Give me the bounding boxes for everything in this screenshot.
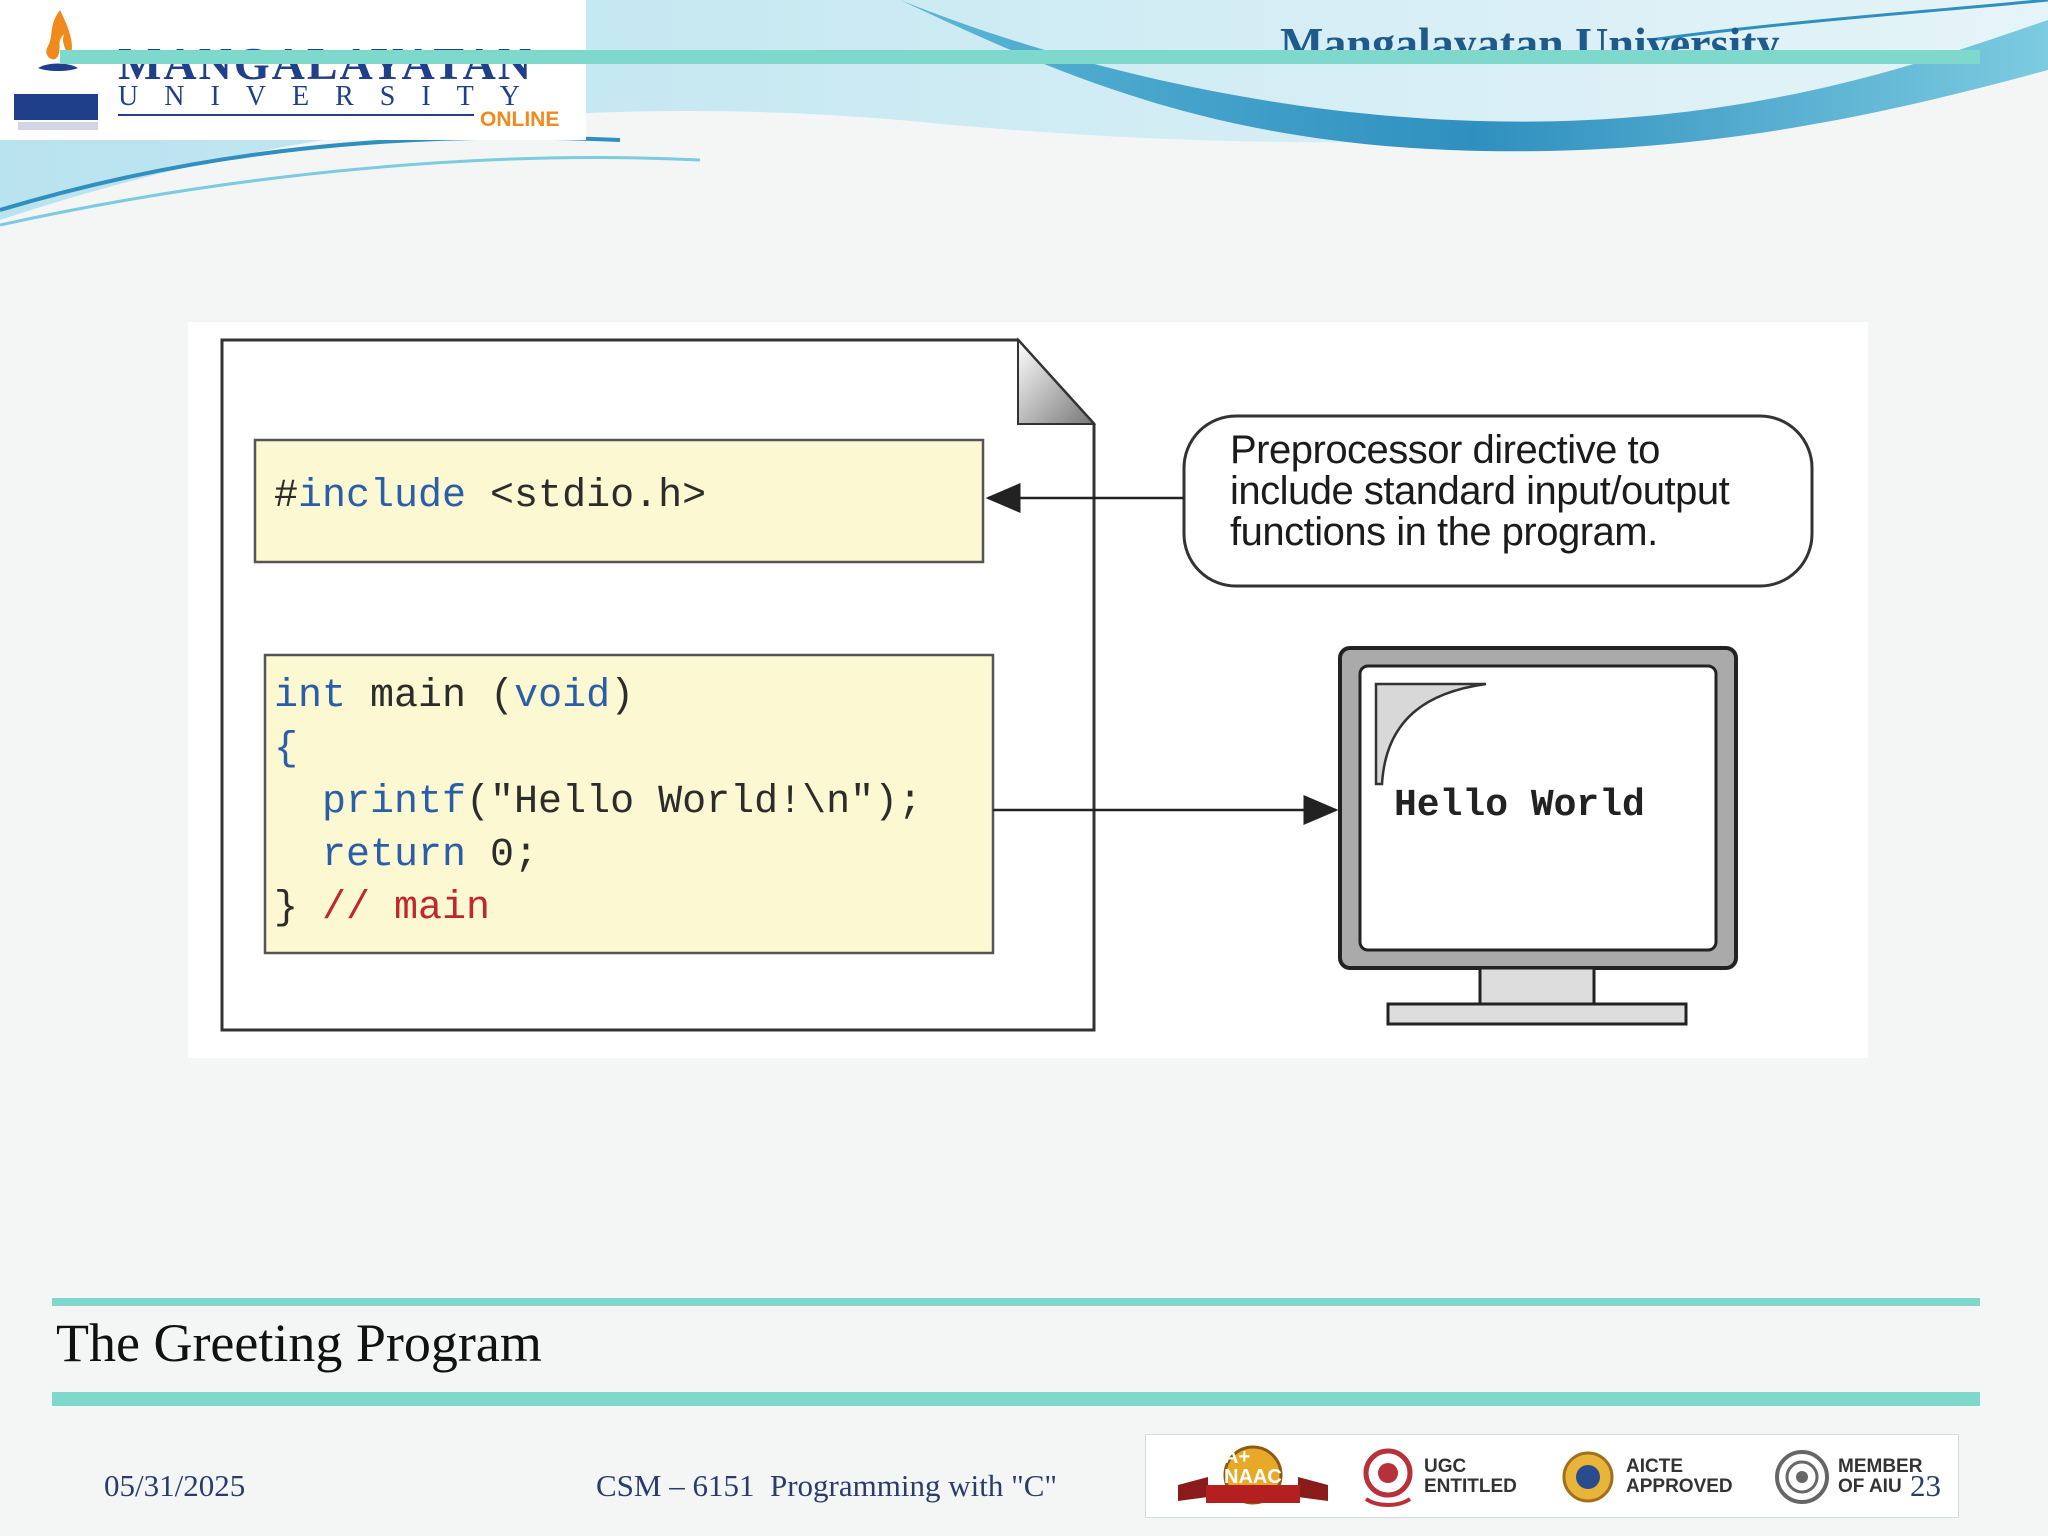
aiu-emblem-icon [1775,1450,1829,1504]
ugc-emblem-icon [1363,1448,1413,1507]
monitor-base [1386,1002,1688,1026]
screen-glare [1374,682,1487,786]
include-header: <stdio.h> [466,474,707,519]
callout-text: Preprocessor directive to include standa… [1230,430,1790,553]
diagram-shapes [220,337,1814,1032]
include-code-box [253,438,985,564]
callout-line-1: Preprocessor directive to [1230,428,1660,472]
logo-divider [118,114,474,116]
page-fold-corner [1017,337,1097,425]
accreditation-badges: A+ NAAC UGC ENTITLED AICTE APPROVED MEMB… [1145,1434,1959,1518]
close-paren: ) [610,674,635,719]
slide-title: The Greeting Program [56,1313,542,1373]
main-identifier: main [346,674,491,719]
page-number: 23 [1910,1468,1941,1503]
indent [274,833,322,878]
include-keyword: include [298,474,467,519]
monitor-neck [1478,966,1596,1006]
callout-line-2: include standard input/output [1230,469,1730,513]
void-keyword: void [514,674,611,719]
int-keyword: int [274,674,347,719]
main-comment: // main [322,886,491,931]
include-directive: #include <stdio.h> [274,470,706,523]
callout-bubble [1182,414,1814,588]
naac-badge-text: A+ NAAC [1224,1446,1282,1488]
code-line-4: return 0; [274,829,922,882]
screen-output-text: Hello World [1394,784,1645,827]
printf-args: ("Hello World!\n"); [466,780,923,825]
open-paren: ( [490,674,515,719]
code-line-1: int main (void) [274,670,922,723]
main-function-code: int main (void){ printf("Hello World!\n"… [274,670,922,935]
program-diagram: #include <stdio.h> int main (void){ prin… [188,322,1868,1058]
code-line-3: printf("Hello World!\n"); [274,776,922,829]
open-brace: { [274,727,299,772]
aiu-badge-text: MEMBER OF AIU [1838,1456,1923,1497]
close-brace: } [274,886,323,931]
ugc-badge-text: UGC ENTITLED [1424,1456,1517,1497]
indent [274,780,322,825]
printf-keyword: printf [322,780,467,825]
return-keyword: return [322,833,467,878]
monitor-screen [1358,664,1718,952]
logo-online-tag: ONLINE [480,108,560,131]
return-value: 0; [466,833,539,878]
title-divider-top [52,1298,1980,1306]
aicte-emblem-icon [1562,1451,1614,1503]
code-line-2: { [274,723,922,776]
include-hash: # [274,474,299,519]
title-divider-bottom [52,1392,1980,1406]
course-label: CSM – 6151 Programming with "C" [596,1468,1058,1503]
callout-line-3: functions in the program. [1230,510,1658,554]
main-code-box [263,653,995,955]
aicte-badge-text: AICTE APPROVED [1626,1456,1733,1497]
code-line-5: } // main [274,882,922,935]
naac-badge-icon [1178,1445,1328,1505]
logo-subtitle: UNIVERSITY [118,81,546,112]
flame-emblem-icon [14,10,98,130]
university-logo: MANGALAYATAN UNIVERSITY ONLINE [0,0,586,140]
slide-date: 05/31/2025 [104,1468,246,1503]
header-divider [60,50,1980,64]
